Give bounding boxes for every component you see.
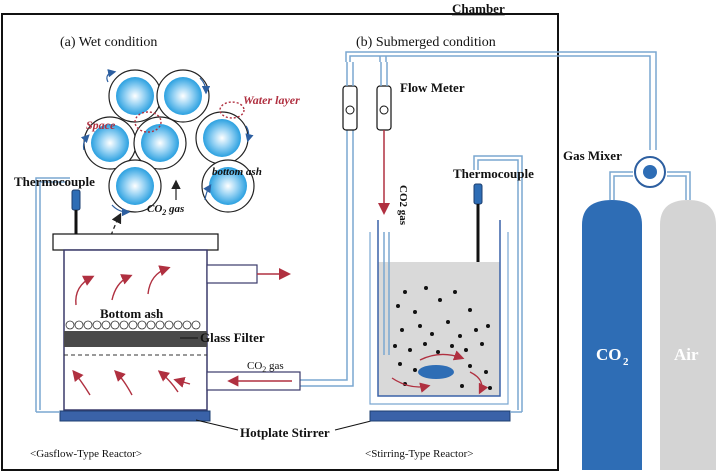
chamber-label: Chamber bbox=[452, 1, 505, 16]
hotplate-right bbox=[369, 410, 511, 422]
air-cylinder: Air bbox=[660, 200, 716, 470]
gasflow-reactor-label: <Gasflow-Type Reactor> bbox=[30, 448, 142, 460]
co2-cylinder-label: CO bbox=[596, 345, 622, 364]
chamber-box bbox=[1, 13, 559, 471]
flow-meter-right bbox=[376, 62, 392, 215]
space-label: Space bbox=[86, 118, 116, 132]
thermocouple-left-label: Thermocouple bbox=[14, 174, 95, 189]
wet-condition-title: (a) Wet condition bbox=[60, 35, 157, 50]
gas-mixer bbox=[634, 156, 666, 188]
bottom-ash-label: Bottom ash bbox=[100, 306, 164, 321]
particle-cluster bbox=[80, 69, 255, 217]
hotplate-stirrer-label: Hotplate Stirrer bbox=[240, 425, 330, 440]
co2-gas-up-label: CO2 gas bbox=[147, 203, 184, 217]
hotplate-left bbox=[59, 410, 211, 422]
water-layer-label: Water layer bbox=[243, 93, 300, 107]
bottom-ash-particle-label: bottom ash bbox=[212, 166, 262, 178]
submerged-condition-title: (b) Submerged condition bbox=[356, 35, 496, 50]
gas-pipes bbox=[300, 51, 691, 387]
gasflow-reactor bbox=[52, 233, 301, 411]
co2-gas-vertical-label: CO2 gas bbox=[397, 185, 409, 226]
co2-cylinder-sub: 2 bbox=[623, 356, 629, 368]
stirring-reactor bbox=[369, 220, 509, 405]
flow-meter-label: Flow Meter bbox=[400, 80, 465, 95]
glass-filter-label: Glass Filter bbox=[200, 330, 265, 345]
flow-meter-left bbox=[342, 62, 358, 131]
air-cylinder-label: Air bbox=[674, 345, 699, 364]
co2-gas-inlet-label: CO2 gas bbox=[247, 360, 284, 374]
co2-cylinder: CO 2 bbox=[582, 200, 642, 470]
thermocouple-right-label: Thermocouple bbox=[453, 166, 534, 181]
gas-mixer-label: Gas Mixer bbox=[563, 148, 622, 163]
stirring-reactor-label: <Stirring-Type Reactor> bbox=[365, 448, 473, 460]
